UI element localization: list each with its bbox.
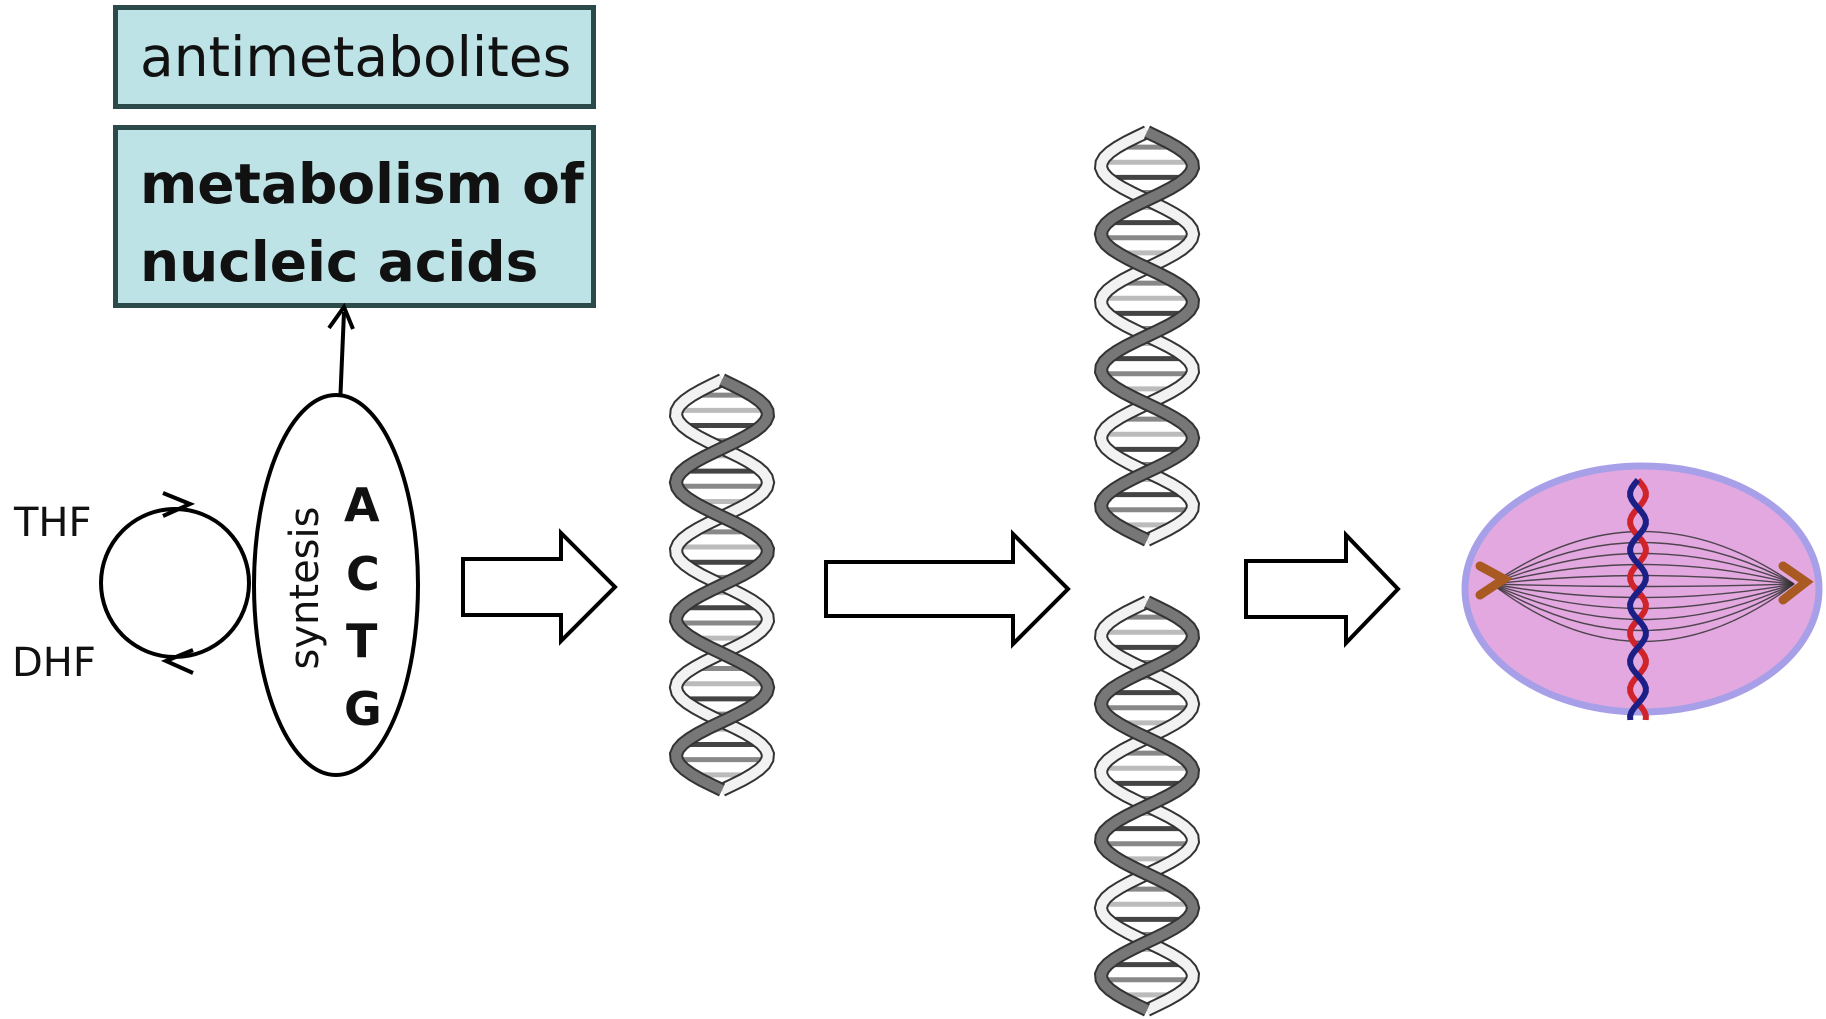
thf-dhf-cycle (99, 491, 251, 675)
centrosome-left (1475, 561, 1513, 600)
block-arrow-1 (461, 528, 618, 646)
metabolism-box: metabolism of nucleic acids (113, 125, 596, 308)
block-arrows (461, 528, 1401, 649)
base-a: A (344, 478, 380, 532)
thf-label: THF (14, 500, 92, 546)
base-g: G (344, 682, 382, 736)
dhf-label: DHF (12, 640, 96, 686)
block-arrow-3 (1244, 530, 1401, 648)
block-arrow-2 (824, 529, 1071, 649)
chromosomes (1627, 478, 1649, 721)
spindle-fiber (1491, 583, 1795, 621)
centrosome-right (1778, 561, 1814, 605)
synthesis-label: syntesis (282, 506, 328, 670)
chromatid (1627, 478, 1649, 721)
antimetabolites-box: antimetabolites (113, 5, 596, 109)
dividing-cell (1461, 462, 1823, 721)
metabolism-label-line2: nucleic acids (140, 230, 539, 294)
metabolism-label-line1: metabolism of (140, 152, 584, 216)
synthesis-oval (252, 393, 420, 777)
chromatid (1627, 478, 1649, 721)
antimetabolites-label: antimetabolites (140, 25, 572, 89)
cycle-circle (99, 507, 251, 659)
dna-helix-copy-top (1093, 125, 1201, 547)
cycle-arrowhead-bottom (160, 648, 194, 675)
helix-strand-dark (670, 375, 774, 795)
base-c: C (346, 547, 380, 601)
helix-strand-dark (1095, 127, 1199, 545)
inhibition-arrowhead (327, 302, 355, 330)
dna-helix-single (668, 373, 776, 797)
cycle-arrowhead-top (162, 491, 196, 518)
helix-strand-dark (1095, 597, 1199, 1015)
dna-helix-copy-bottom (1093, 595, 1201, 1017)
base-t: T (346, 614, 378, 668)
